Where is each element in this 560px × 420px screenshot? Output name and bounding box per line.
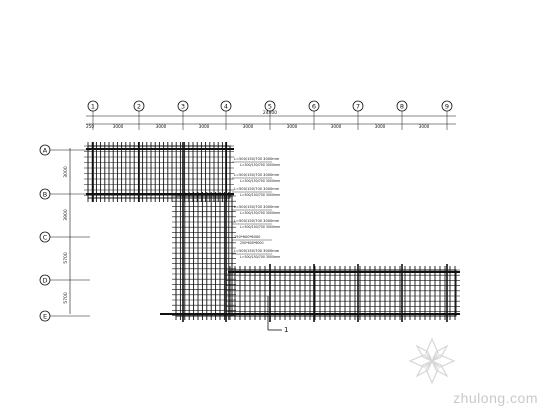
axis-bubble-label: 7 [356,103,360,111]
axis-bubble-label: 9 [445,103,449,111]
top-dimension: 3000 [113,124,124,129]
block-outline [229,269,457,317]
overall-dimension: 24400 [263,110,277,116]
annotation-text: L=500/150/700 3000mm [234,187,280,191]
left-axis-labels: A B C D E [39,144,90,322]
watermark-text: zhulong.com [453,390,538,406]
section-mark: 1 [267,296,288,334]
axis-bubble-6: 6 [308,100,320,130]
annotation-text: L=500/150/700 3000mm [234,249,280,253]
axis-bubble-E: E [39,310,90,322]
dimension-texts: 24400 250 3000 3000 3000 3000 3000 3000 3000 3000… [63,110,430,304]
watermark-logo-icon [408,337,456,385]
axis-bubble-B: B [39,188,90,200]
axis-bubble-label: D [42,276,47,284]
annotation-subtext: L=500/150/700 3000mm [240,163,280,167]
axis-bubble-label: 1 [91,103,95,111]
annotation-text: 250*600*6000 [234,235,261,239]
top-dimension: 3000 [243,124,254,129]
annotation-text: L=500/150/700 3000mm [234,173,280,177]
axis-bubble-8: 8 [396,100,408,130]
main-beams [86,142,460,322]
axis-bubble-label: 2 [137,103,141,111]
axis-bubble-1: 1 [87,100,99,130]
dimension-lines [69,115,456,314]
top-dimension: 3000 [375,124,386,129]
axis-bubble-C: C [39,231,90,243]
top-dimension: 3000 [331,124,342,129]
annotation-subtext: 250*600*6000 [240,241,263,245]
axis-bubble-label: 6 [312,103,316,111]
axis-bubble-label: 8 [400,103,404,111]
axis-bubble-2: 2 [133,100,145,130]
top-axis-labels: 1 2 3 4 5 6 7 8 9 [87,100,453,130]
axis-bubble-A: A [39,144,90,156]
top-dimension: 3000 [419,124,430,129]
axis-bubble-label: 5 [268,103,272,111]
annotation-subtext: L=500/150/700 3000mm [240,193,280,197]
top-dimension: 3000 [287,124,298,129]
axis-bubble-4: 4 [220,100,232,130]
axis-bubble-7: 7 [352,100,364,130]
axis-bubble-D: D [39,274,90,286]
top-dimension: 250 [86,124,94,129]
top-dimension: 3000 [199,124,210,129]
axis-bubble-label: C [43,233,48,241]
annotation-subtext: L=500/150/700 3000mm [240,255,280,259]
pergola-block-bottom [226,266,460,320]
axis-bubble-label: 3 [181,103,185,111]
left-dimension: 3000 [63,166,69,178]
left-dimension: 3900 [63,209,69,221]
axis-bubble-label: 4 [224,103,228,111]
axis-bubble-5: 5 [264,100,276,130]
axis-bubble-label: B [43,190,47,198]
top-dimension: 3000 [156,124,167,129]
axis-bubble-9: 9 [441,100,453,130]
annotation-subtext: L=500/150/700 3000mm [240,179,280,183]
left-dimension: 5700 [63,252,69,264]
annotation-text: L=500/150/700 3000mm [234,219,280,223]
section-mark-label: 1 [284,326,288,334]
annotation-text: L=500/150/700 3000mm [234,157,280,161]
annotation-note: 250*600*6000 250*600*6000 [232,235,272,245]
annotation-text: L=500/150/700 3000mm [234,205,280,209]
axis-bubble-label: E [43,312,47,320]
axis-bubble-3: 3 [177,100,189,130]
axis-bubble-label: A [43,146,48,154]
pergola-structure [84,142,460,322]
annotation-subtext: L=500/150/700 3000mm [240,211,280,215]
left-dimension: 5700 [63,292,69,304]
annotation-subtext: L=500/150/700 3000mm [240,225,280,229]
